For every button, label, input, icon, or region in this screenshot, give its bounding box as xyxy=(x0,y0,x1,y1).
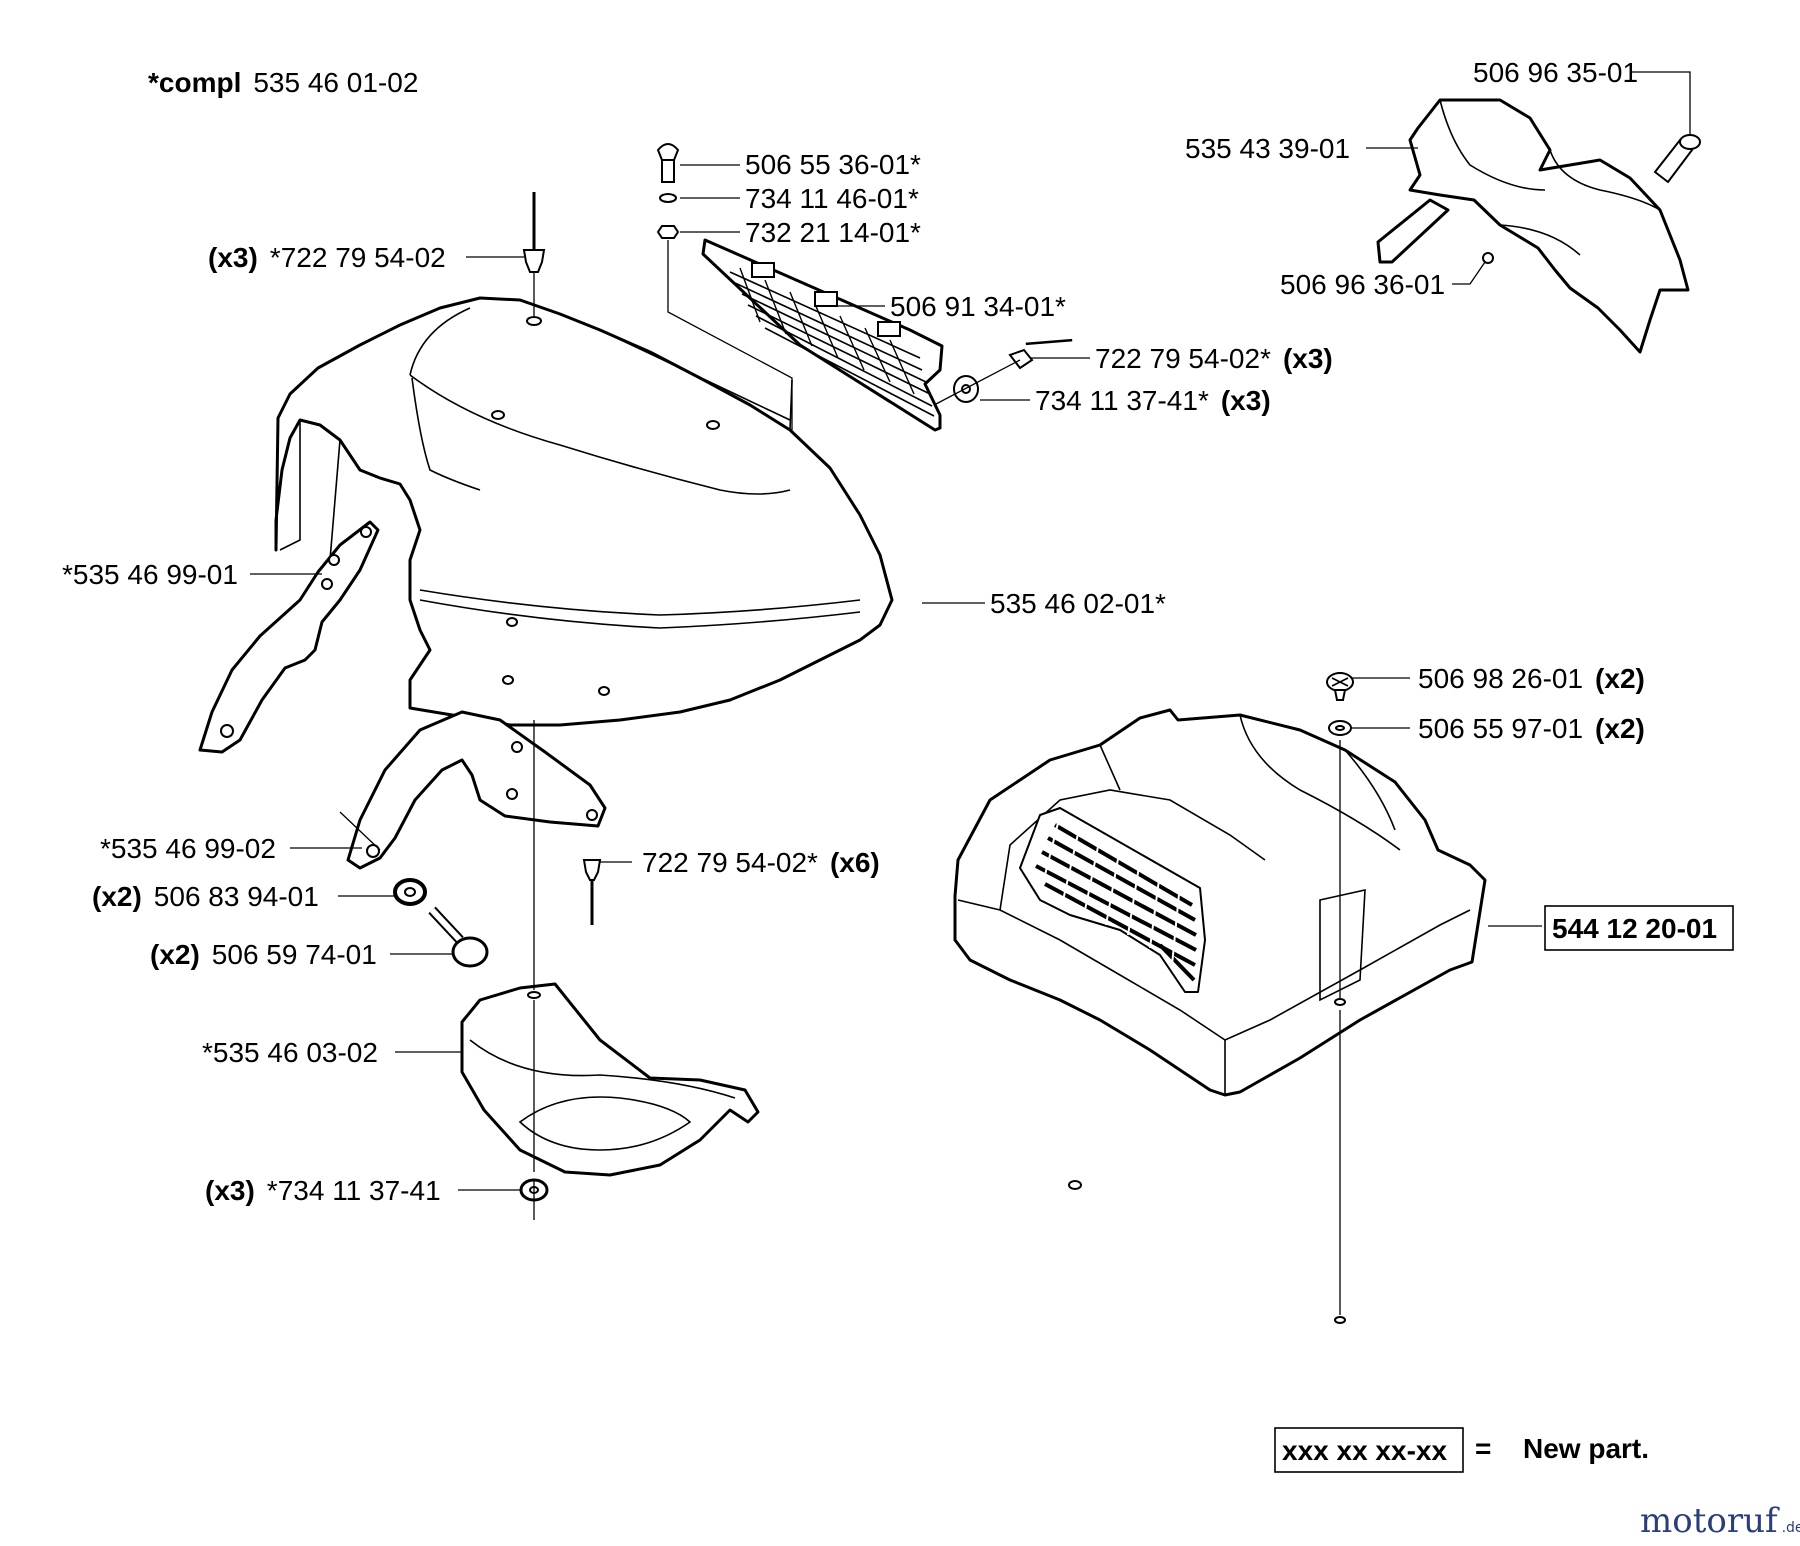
grille-part xyxy=(701,238,944,432)
right-bracket-part xyxy=(346,710,607,870)
small-rivet-b xyxy=(1334,1316,1346,1324)
label-506839401: (x2) 506 83 94-01 xyxy=(92,881,319,912)
label-506963501: 506 96 35-01 xyxy=(1473,57,1638,88)
label-722795402-top: (x3) *722 79 54-02 xyxy=(208,242,446,273)
label-506913401: 506 91 34-01* xyxy=(890,291,1066,322)
chute-pin-part xyxy=(1653,134,1701,184)
label-506559701: 506 55 97-01 (x2) xyxy=(1418,713,1645,744)
label-535433901: 535 43 39-01 xyxy=(1185,133,1350,164)
compl-label: *compl 535 46 01-02 xyxy=(148,67,418,98)
label-732211401: 732 21 14-01* xyxy=(745,217,921,248)
chute-part xyxy=(1376,98,1690,354)
legend-meaning: New part. xyxy=(1523,1433,1649,1464)
rivet-grille xyxy=(953,338,1073,403)
legend-placeholder: xxx xx xx-xx xyxy=(1282,1435,1447,1466)
leader-lines xyxy=(250,71,1691,1191)
main-hood-part xyxy=(274,296,894,727)
assembly-lines xyxy=(339,240,1341,1315)
label-506553601: 506 55 36-01* xyxy=(745,149,921,180)
label-535460302: *535 46 03-02 xyxy=(202,1037,378,1068)
small-rivet-a xyxy=(1068,1180,1082,1190)
rivet-bracket xyxy=(582,859,602,925)
label-734113741-grille: 734 11 37-41* (x3) xyxy=(1035,385,1271,416)
screw-cover xyxy=(1326,672,1354,736)
label-722795402-grille: 722 79 54-02* (x3) xyxy=(1095,343,1333,374)
label-535469901: *535 46 99-01 xyxy=(62,559,238,590)
bolt-top xyxy=(656,143,680,239)
label-535460201: 535 46 02-01* xyxy=(990,588,1166,619)
label-535469902: *535 46 99-02 xyxy=(100,833,276,864)
left-bracket-part xyxy=(198,520,380,754)
bolt-bracket xyxy=(428,906,489,968)
label-734113741-bottom: (x3) *734 11 37-41 xyxy=(205,1175,441,1206)
chute-washer-part xyxy=(1482,252,1494,264)
label-506982601: 506 98 26-01 (x2) xyxy=(1418,663,1645,694)
label-506963601: 506 96 36-01 xyxy=(1280,269,1445,300)
label-506597401: (x2) 506 59 74-01 xyxy=(150,939,377,970)
cover-part xyxy=(953,708,1487,1097)
label-722795402-bracket: 722 79 54-02* (x6) xyxy=(642,847,880,878)
rivet-top xyxy=(522,192,546,273)
new-part-box-544122001 xyxy=(1544,905,1734,951)
legend-equals: = xyxy=(1475,1433,1491,1464)
bowl-part xyxy=(460,982,760,1177)
legend-box xyxy=(1274,1427,1464,1473)
label-544122001: 544 12 20-01 xyxy=(1552,913,1717,944)
washer-bracket xyxy=(393,878,427,906)
label-734114601: 734 11 46-01* xyxy=(745,183,919,214)
watermark: motoruf .de xyxy=(1640,1501,1800,1541)
